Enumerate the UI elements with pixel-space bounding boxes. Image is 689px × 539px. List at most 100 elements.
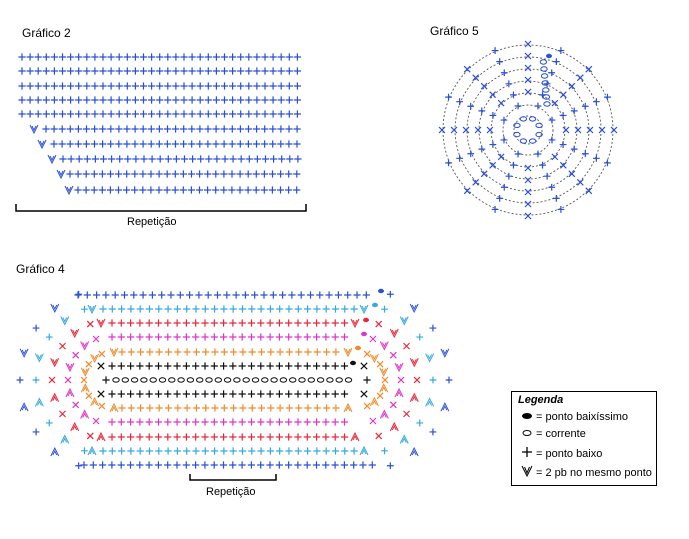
ponto-baixo-mark	[145, 333, 153, 341]
ponto-baixo-mark	[524, 176, 532, 184]
ponto-baixo-mark	[156, 96, 164, 104]
ponto-baixo-mark	[172, 155, 180, 163]
corrente-mark	[130, 377, 139, 383]
corrente-mark	[316, 377, 325, 383]
ponto-baixo-mark	[172, 67, 180, 75]
ponto-baixo-mark	[204, 125, 212, 133]
ponto-baixo-mark	[304, 305, 312, 313]
ponto-baixo-mark	[201, 319, 209, 327]
ponto-baixo-mark	[220, 82, 229, 90]
ponto-baixo-mark	[268, 186, 276, 194]
ponto-baixo-mark	[139, 67, 148, 75]
ponto-baixo-mark	[145, 461, 153, 469]
ponto-baixo-mark	[322, 362, 330, 370]
ponto-baixo-mark	[220, 67, 229, 75]
ponto-baixo-mark	[59, 342, 66, 350]
ponto-baixo-mark	[269, 140, 277, 148]
ponto-baixo-mark	[293, 53, 301, 61]
ponto-baixo-mark	[92, 335, 100, 343]
ponto-baixo-mark	[107, 125, 115, 133]
aumento-mark	[87, 304, 97, 315]
ponto-baixo-mark	[297, 291, 305, 299]
aumento-mark	[50, 303, 60, 314]
ponto-baixo-mark	[514, 102, 522, 110]
ponto-baixo-mark	[99, 53, 107, 61]
ponto-baixo-mark	[312, 461, 321, 469]
ponto-baixo-mark	[179, 186, 187, 194]
ponto-baixo-mark	[429, 428, 437, 436]
ponto-baixo-mark	[220, 447, 228, 455]
ponto-baixo-mark	[322, 333, 330, 341]
ponto-baixo-mark	[238, 333, 246, 341]
ponto-baixo-mark	[108, 433, 116, 441]
ponto-baixo-mark	[304, 404, 312, 412]
ponto-baixo-mark	[155, 404, 163, 412]
ponto-baixo-mark	[182, 319, 190, 327]
ponto-baixo-mark	[257, 433, 265, 441]
aumento-mark	[50, 392, 60, 402]
ponto-baixo-mark	[86, 320, 94, 328]
ponto-baixo-mark	[117, 433, 125, 441]
ponto-baixo-mark	[277, 82, 285, 90]
ponto-baixo-mark	[331, 333, 339, 341]
ponto-baixo-mark	[118, 305, 126, 313]
ponto-baixo-mark	[147, 140, 155, 148]
ponto-baixo-mark	[18, 67, 26, 75]
ponto-baixo-mark	[131, 170, 139, 178]
ponto-baixo-mark	[212, 140, 220, 148]
chart2-repeat-bracket	[15, 204, 307, 212]
corrente-mark	[298, 377, 306, 383]
ponto-baixo-mark	[115, 53, 123, 61]
ponto-baixo-mark	[192, 319, 200, 327]
ponto-baixo-mark	[450, 126, 458, 134]
ponto-baixo-mark	[172, 53, 180, 61]
ponto-baixo-mark	[98, 186, 106, 194]
ponto-baixo-mark	[192, 433, 200, 441]
ponto-baixo-mark	[196, 82, 204, 90]
corrente-mark	[513, 131, 521, 138]
ponto-baixo-mark	[195, 291, 203, 299]
ponto-baixo-mark	[313, 305, 321, 313]
ponto-baixo-mark	[83, 82, 91, 90]
ponto-baixo-mark	[598, 126, 606, 134]
ponto-baixo-mark	[130, 291, 138, 299]
ponto-baixo-mark	[489, 112, 497, 119]
ponto-baixo-mark	[369, 335, 377, 343]
ponto-baixo-mark	[237, 53, 245, 61]
ponto-baixo-mark	[369, 417, 377, 425]
ponto-baixo-mark	[123, 186, 131, 194]
ponto-baixo-mark	[381, 376, 389, 384]
ponto-baixo-mark	[334, 291, 342, 299]
ponto-baixo-mark	[247, 390, 256, 398]
ponto-baixo-mark	[80, 376, 88, 384]
ponto-baixo-mark	[210, 362, 218, 370]
aumento-mark	[37, 139, 47, 150]
ponto-baixo-mark	[163, 186, 171, 194]
ponto-baixo-mark	[381, 305, 388, 313]
ponto-baixo-mark	[176, 291, 184, 299]
ponto-baixo-mark	[313, 404, 321, 412]
ponto-baixo-mark	[83, 53, 91, 61]
ponto-baixo-mark	[127, 390, 135, 398]
ponto-baixo-mark	[18, 82, 26, 90]
aumento-mark	[64, 185, 74, 196]
ponto-baixo-mark	[416, 419, 424, 427]
ponto-baixo-mark	[42, 110, 50, 118]
ponto-baixo-mark	[313, 418, 321, 426]
ponto-baixo-mark	[210, 390, 218, 398]
ponto-baixo-mark	[82, 140, 90, 148]
ponto-baixo-mark	[244, 170, 252, 178]
ponto-baixo-mark	[58, 110, 67, 118]
ponto-baixo-mark	[294, 390, 302, 398]
ponto-baixo-mark	[303, 433, 311, 441]
ponto-baixo-mark	[552, 58, 560, 66]
ponto-baixo-mark	[164, 67, 172, 75]
corrente-mark	[233, 377, 241, 383]
corrente-mark	[289, 377, 297, 383]
ponto-baixo-mark	[136, 319, 144, 327]
ponto-baixo-mark	[137, 404, 145, 412]
ponto-baixo-mark	[145, 433, 153, 441]
ponto-baixo-mark	[212, 96, 220, 104]
ponto-baixo-mark	[228, 140, 236, 148]
ponto-baixo-mark	[180, 53, 188, 61]
